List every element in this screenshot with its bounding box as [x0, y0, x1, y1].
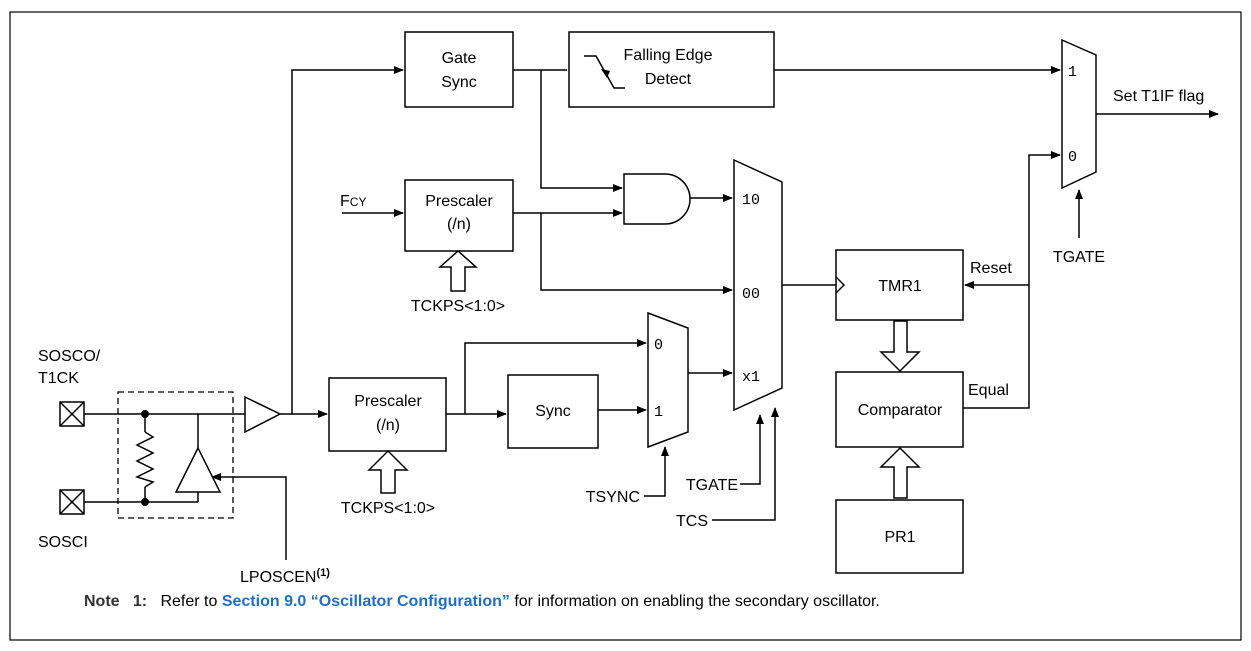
sosco-pin-icon	[59, 401, 85, 427]
oscillator-amplifier	[174, 446, 222, 493]
tgate-right-label: TGATE	[1053, 249, 1105, 266]
resistor	[135, 431, 155, 488]
junction-dot-bottom	[141, 498, 149, 506]
falling-edge-label-1: Falling Edge	[624, 47, 713, 64]
section-9-link[interactable]: Section 9.0 “Oscillator Configuration”	[221, 593, 510, 610]
prescaler-top-label-1: Prescaler	[425, 193, 493, 210]
comparator-label: Comparator	[858, 402, 943, 419]
lposcen-label: LPOSCEN(1)	[240, 567, 330, 586]
sosci-label: SOSCI	[38, 534, 88, 551]
main-mux	[733, 158, 783, 412]
falling-edge-label-2: Detect	[645, 71, 692, 88]
oscillator-dashed-box	[117, 391, 234, 519]
tgate-mid-label: TGATE	[686, 477, 738, 494]
right-mux-input-1: 1	[1068, 64, 1077, 81]
sync-mux-input-0: 0	[654, 337, 663, 354]
diagram-frame	[9, 11, 1242, 641]
main-mux-input-00: 00	[742, 286, 760, 303]
prescaler-top-block	[404, 179, 514, 252]
prescaler-bottom-label-2: (/n)	[376, 417, 400, 434]
right-mux	[1061, 38, 1097, 190]
reset-label: Reset	[970, 260, 1012, 277]
buffer-triangle	[244, 395, 282, 434]
and-gate	[623, 173, 691, 225]
tmr1-label: TMR1	[878, 278, 922, 295]
sosci-pin-icon	[59, 489, 85, 515]
falling-edge-icon-arrow	[601, 69, 610, 78]
pr1-to-comparator-hollow-arrow	[879, 446, 921, 499]
right-mux-input-0: 0	[1068, 149, 1077, 166]
fcy-label: FCY	[340, 193, 366, 210]
comparator-block	[835, 371, 964, 448]
sosco-label-1: SOSCO/	[38, 348, 101, 365]
tckps-bottom-hollow-arrow	[367, 449, 409, 494]
tmr1-clock-edge	[835, 276, 846, 294]
tmr1-block	[835, 249, 964, 321]
wires	[84, 66, 1219, 560]
sync-block	[507, 374, 599, 449]
footnote-text-after: for information on enabling the secondar…	[509, 593, 880, 610]
tsync-label: TSYNC	[586, 489, 640, 506]
sync-mux-input-1: 1	[654, 404, 663, 421]
prescaler-bottom-block	[328, 377, 447, 452]
sync-label: Sync	[535, 403, 571, 420]
pr1-block	[835, 499, 964, 574]
sync-mux	[647, 311, 689, 449]
tckps-bottom-label: TCKPS<1:0>	[341, 500, 435, 517]
main-mux-input-10: 10	[742, 192, 760, 209]
oscillator-internal-wires	[144, 414, 199, 502]
set-t1if-flag-label: Set T1IF flag	[1113, 88, 1204, 105]
tcs-label: TCS	[676, 513, 708, 530]
tmr1-to-comparator-hollow-arrow	[879, 320, 921, 373]
prescaler-top-label-2: (/n)	[447, 216, 471, 233]
tckps-top-hollow-arrow	[438, 249, 478, 292]
sosco-label-2: T1CK	[38, 370, 79, 387]
gate-sync-block	[404, 31, 514, 108]
falling-edge-detect-block	[568, 31, 775, 108]
prescaler-bottom-label-1: Prescaler	[354, 393, 422, 410]
footnote-text-before: Refer to	[160, 593, 222, 610]
tckps-top-label: TCKPS<1:0>	[411, 298, 505, 315]
pr1-label: PR1	[884, 529, 915, 546]
main-mux-input-x1: x1	[742, 369, 760, 386]
footnote: Note 1: Refer to Section 9.0 “Oscillator…	[84, 593, 880, 611]
gate-sync-label-1: Gate	[442, 50, 477, 67]
junction-dot-top	[141, 410, 149, 418]
gate-sync-label-2: Sync	[441, 74, 477, 91]
footnote-label: Note 1:	[84, 593, 148, 610]
equal-label: Equal	[968, 382, 1009, 399]
